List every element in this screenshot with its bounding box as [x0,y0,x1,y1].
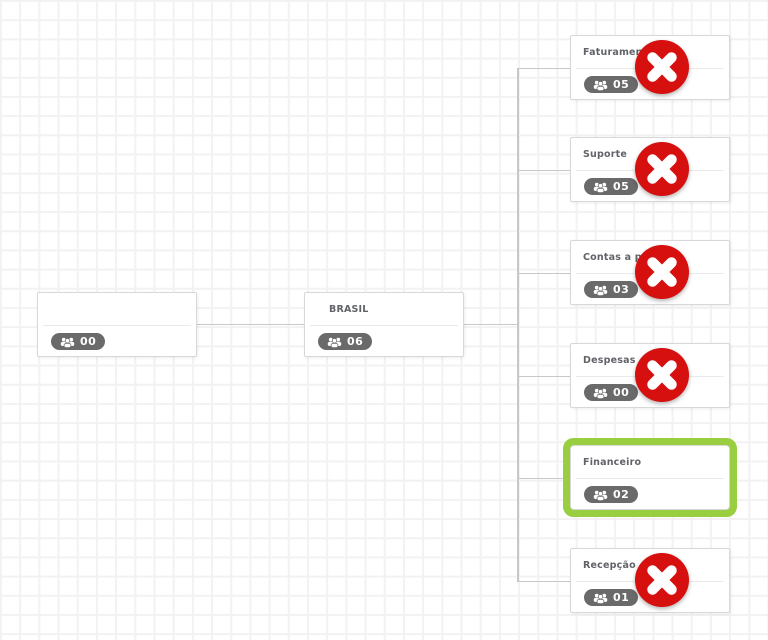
x-icon [635,553,689,607]
members-count-badge: 05 [584,76,639,93]
org-node-company[interactable]: BRASIL 06 [304,292,464,357]
users-icon [593,593,608,604]
members-count: 02 [613,488,630,501]
x-icon [635,245,689,299]
department-title: Financeiro [583,456,642,468]
department-title: Suporte [583,148,628,160]
connector-branch [518,477,570,479]
delete-department-button-suporte[interactable] [635,142,689,196]
delete-department-button-faturamento[interactable] [635,40,689,94]
connector-branch [518,580,570,582]
members-count: 01 [613,591,630,604]
members-count-badge: 03 [584,281,639,298]
users-icon [593,182,608,193]
department-title: Recepção [583,559,636,571]
connector-branch [518,272,570,274]
members-count-badge: 05 [584,178,639,195]
node-title: BRASIL [329,303,369,315]
x-icon [635,348,689,402]
node-divider [43,325,191,326]
delete-department-button-despesas[interactable] [635,348,689,402]
connector-branch [518,67,570,69]
node-divider [310,325,458,326]
x-icon [635,40,689,94]
connector-trunk [517,67,519,582]
users-icon [593,490,608,501]
users-icon [327,337,342,348]
members-count: 05 [613,78,630,91]
node-title [38,293,196,325]
members-count-badge: 01 [584,589,639,606]
members-count: 05 [613,180,630,193]
members-count: 00 [80,335,97,348]
users-icon [593,388,608,399]
department-node-financeiro-selected[interactable]: Financeiro 02 [570,445,730,510]
members-count: 03 [613,283,630,296]
department-title: Faturamento [583,46,655,58]
node-divider [576,478,724,479]
members-count-badge: 02 [584,486,639,503]
connector-company-trunk [464,323,517,325]
x-icon [635,142,689,196]
delete-department-button-contas-a-pagar[interactable] [635,245,689,299]
users-icon [60,337,75,348]
department-title: Despesas [583,354,636,366]
connector-branch [518,169,570,171]
org-node-root[interactable]: 00 [37,292,197,357]
users-icon [593,80,608,91]
members-count-badge: 06 [318,333,373,350]
connector-root-company [197,323,304,325]
members-count: 06 [347,335,364,348]
members-count: 00 [613,386,630,399]
members-count-badge: 00 [51,333,106,350]
connector-branch [518,375,570,377]
delete-department-button-recepcao[interactable] [635,553,689,607]
users-icon [593,285,608,296]
department-title: Contas a pagar [583,251,667,263]
members-count-badge: 00 [584,384,639,401]
